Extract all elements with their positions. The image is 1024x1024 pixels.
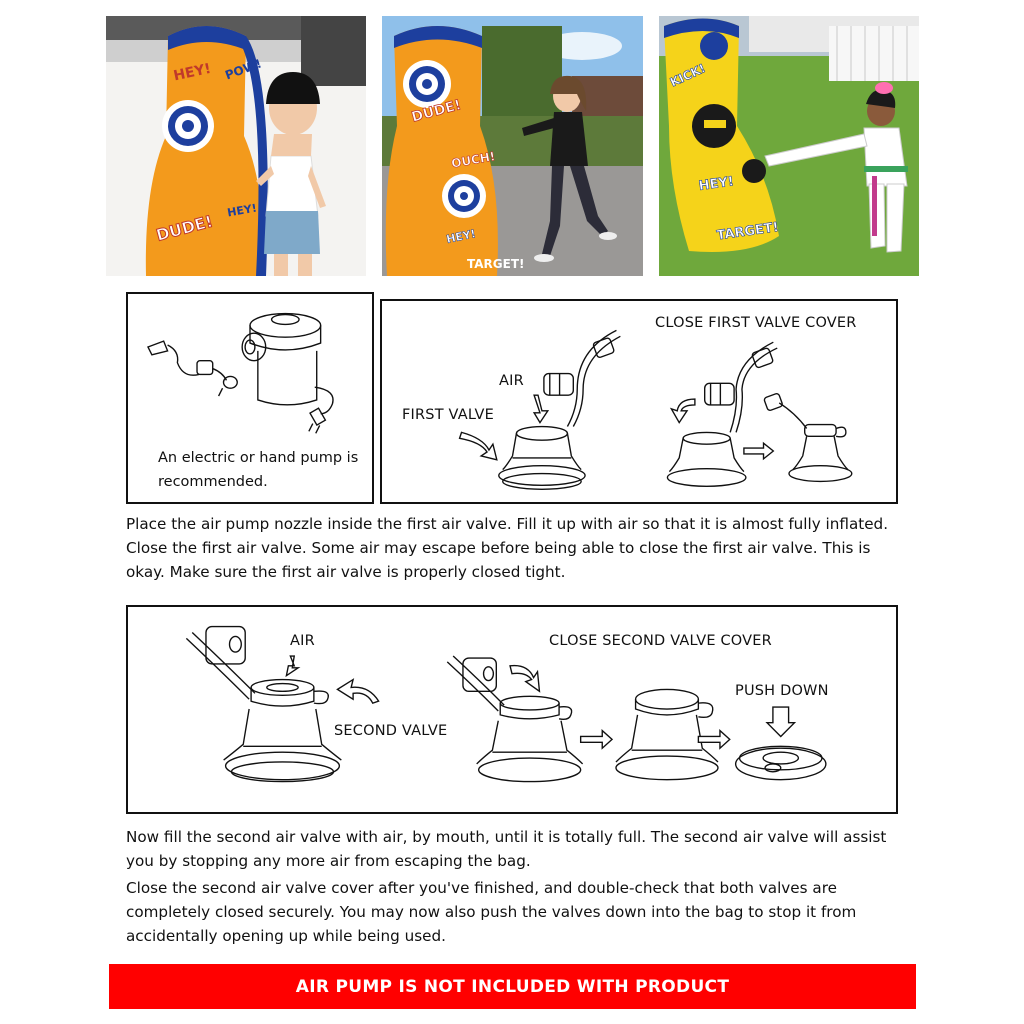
photo-child-punching-bag: DUDE! OUCH! HEY! TARGET! [382,16,643,276]
bag-word: HEY! [445,227,477,246]
photo-illustration: HEY! POW! DUDE! HEY! [106,16,366,276]
first-valve-illustration [458,329,853,490]
close-first-valve-label: CLOSE FIRST VALVE COVER [655,315,857,331]
second-valve-illustration [185,625,827,783]
instructions-first-valve: Place the air pump nozzle inside the fir… [126,515,889,581]
pump-illustration [147,312,334,434]
push-down-label: PUSH DOWN [735,683,829,699]
photo-child-kicking-bag: KICK! HEY! TARGET! [659,16,919,276]
air-pump-not-included-banner: AIR PUMP IS NOT INCLUDED WITH PRODUCT [109,964,916,1009]
photo-illustration: DUDE! OUCH! HEY! TARGET! [382,16,643,276]
bag-word: TARGET! [467,257,525,271]
bag-word: HEY! [226,202,258,220]
instructions-close-valves: Close the second air valve cover after y… [126,879,857,945]
first-valve-panel: CLOSE FIRST VALVE COVER AIR FIRST VALVE [380,299,898,504]
first-valve-label: FIRST VALVE [402,407,495,423]
second-valve-label: SECOND VALVE [334,723,448,739]
bag-word: HEY! [698,174,735,194]
close-second-valve-label: CLOSE SECOND VALVE COVER [549,633,772,649]
pump-recommendation-panel: An electric or hand pump is recommended. [126,292,374,504]
photo-illustration: KICK! HEY! TARGET! [659,16,919,276]
instructions-second-valve: Now fill the second air valve with air, … [126,828,887,870]
photo-toddler-with-bag: HEY! POW! DUDE! HEY! [106,16,366,276]
second-valve-panel: AIR SECOND VALVE CLOSE SECOND VALVE COVE… [126,605,898,814]
pump-caption: An electric or hand pump is recommended. [158,450,359,490]
air-label: AIR [499,373,524,389]
bag-word: HEY! [172,61,212,85]
air-label: AIR [290,633,315,649]
